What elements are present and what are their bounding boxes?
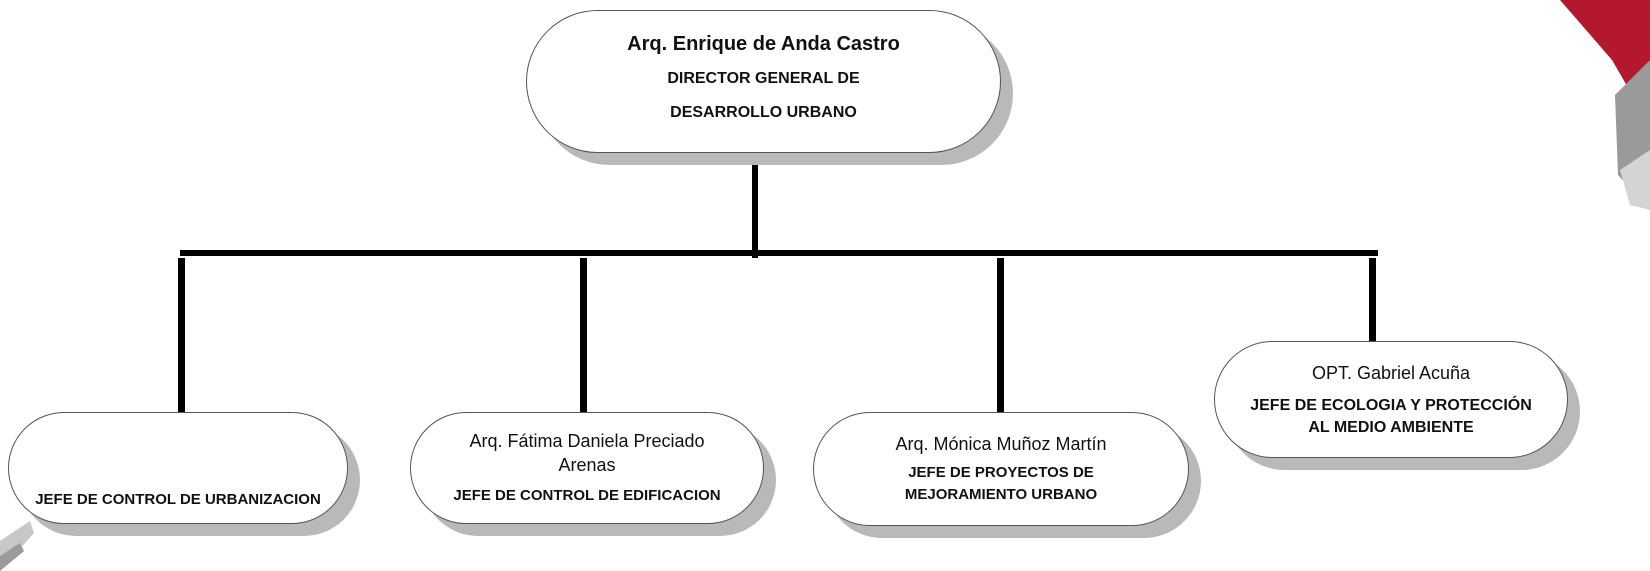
node-3-name: Arq. Mónica Muñoz Martín [895,434,1107,454]
node-2-name-line2: Arenas [558,455,616,475]
node-4-title-line2: AL MEDIO AMBIENTE [1308,418,1474,436]
corner-fold-decoration [0,521,34,571]
node-control-edificacion: Arq. Fátima Daniela Preciado Arenas JEFE… [410,412,764,524]
connector-branch-3 [997,258,1004,412]
director-name: Arq. Enrique de Anda Castro [627,33,900,55]
director-title-line1: DIRECTOR GENERAL DE [667,70,860,87]
director-node: Arq. Enrique de Anda Castro DIRECTOR GEN… [526,10,1001,153]
connector-branch-2 [580,258,587,412]
node-ecologia-medio-ambiente: OPT. Gabriel Acuña JEFE DE ECOLOGIA Y PR… [1214,341,1568,458]
connector-horizontal-bus [180,250,1378,256]
node-2-title: JEFE DE CONTROL DE EDIFICACION [453,487,721,504]
connector-branch-4 [1369,258,1376,342]
node-1-title: JEFE DE CONTROL DE URBANIZACION [35,491,321,508]
connector-director-trunk [752,158,758,258]
node-proyectos-mejoramiento: Arq. Mónica Muñoz Martín JEFE DE PROYECT… [813,412,1189,526]
node-2-name-line1: Arq. Fátima Daniela Preciado [469,431,705,451]
corner-ribbon-decoration [1560,0,1650,210]
node-3-title-line1: JEFE DE PROYECTOS DE [908,464,1094,481]
node-4-name: OPT. Gabriel Acuña [1311,362,1471,383]
node-3-title-line2: MEJORAMIENTO URBANO [904,486,1098,503]
node-4-title-line1: JEFE DE ECOLOGIA Y PROTECCIÓN [1250,396,1532,414]
node-control-urbanizacion: JEFE DE CONTROL DE URBANIZACION [8,412,348,524]
connector-branch-1 [178,258,185,412]
director-title-line2: DESARROLLO URBANO [670,104,857,121]
